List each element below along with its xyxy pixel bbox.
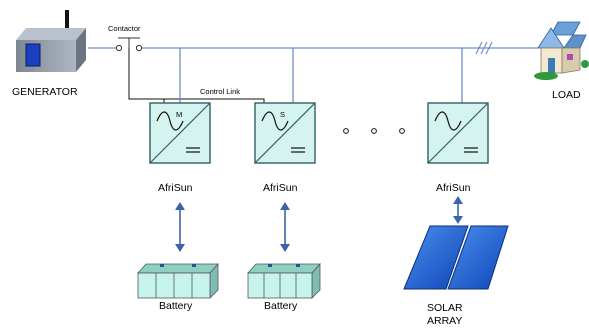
control-link-wire	[128, 48, 265, 103]
contactor-label: Contactor	[108, 24, 141, 33]
generator-icon	[16, 10, 86, 72]
battery-icon-1	[137, 262, 219, 299]
inverter-mode-master: M	[176, 110, 182, 119]
inverter-solar	[427, 102, 489, 164]
solar-panel-icon	[403, 225, 509, 290]
inverter-mode-slave: S	[280, 110, 285, 119]
solar-label-line1: SOLAR	[427, 302, 463, 314]
battery-label-2: Battery	[264, 300, 298, 312]
dc-link-arrows	[175, 196, 463, 252]
control-link-label: Control Link	[200, 87, 240, 96]
inverter-master: M	[149, 102, 211, 164]
inverter-label-1: AfriSun	[158, 182, 193, 194]
battery-label-1: Battery	[159, 300, 193, 312]
three-phase-symbol	[475, 41, 493, 55]
contactor-switch	[115, 37, 143, 52]
solar-label-line2: ARRAY	[427, 315, 462, 327]
battery-icon-2	[247, 262, 321, 299]
inverter-label-3: AfriSun	[436, 182, 471, 194]
inverter-label-2: AfriSun	[263, 182, 298, 194]
inverter-slave: S	[254, 102, 316, 164]
house-icon	[534, 21, 589, 80]
load-label: LOAD	[552, 89, 581, 101]
bus-drops	[179, 48, 463, 103]
more-inverters-ellipsis	[343, 128, 405, 134]
generator-label: GENERATOR	[12, 86, 78, 98]
